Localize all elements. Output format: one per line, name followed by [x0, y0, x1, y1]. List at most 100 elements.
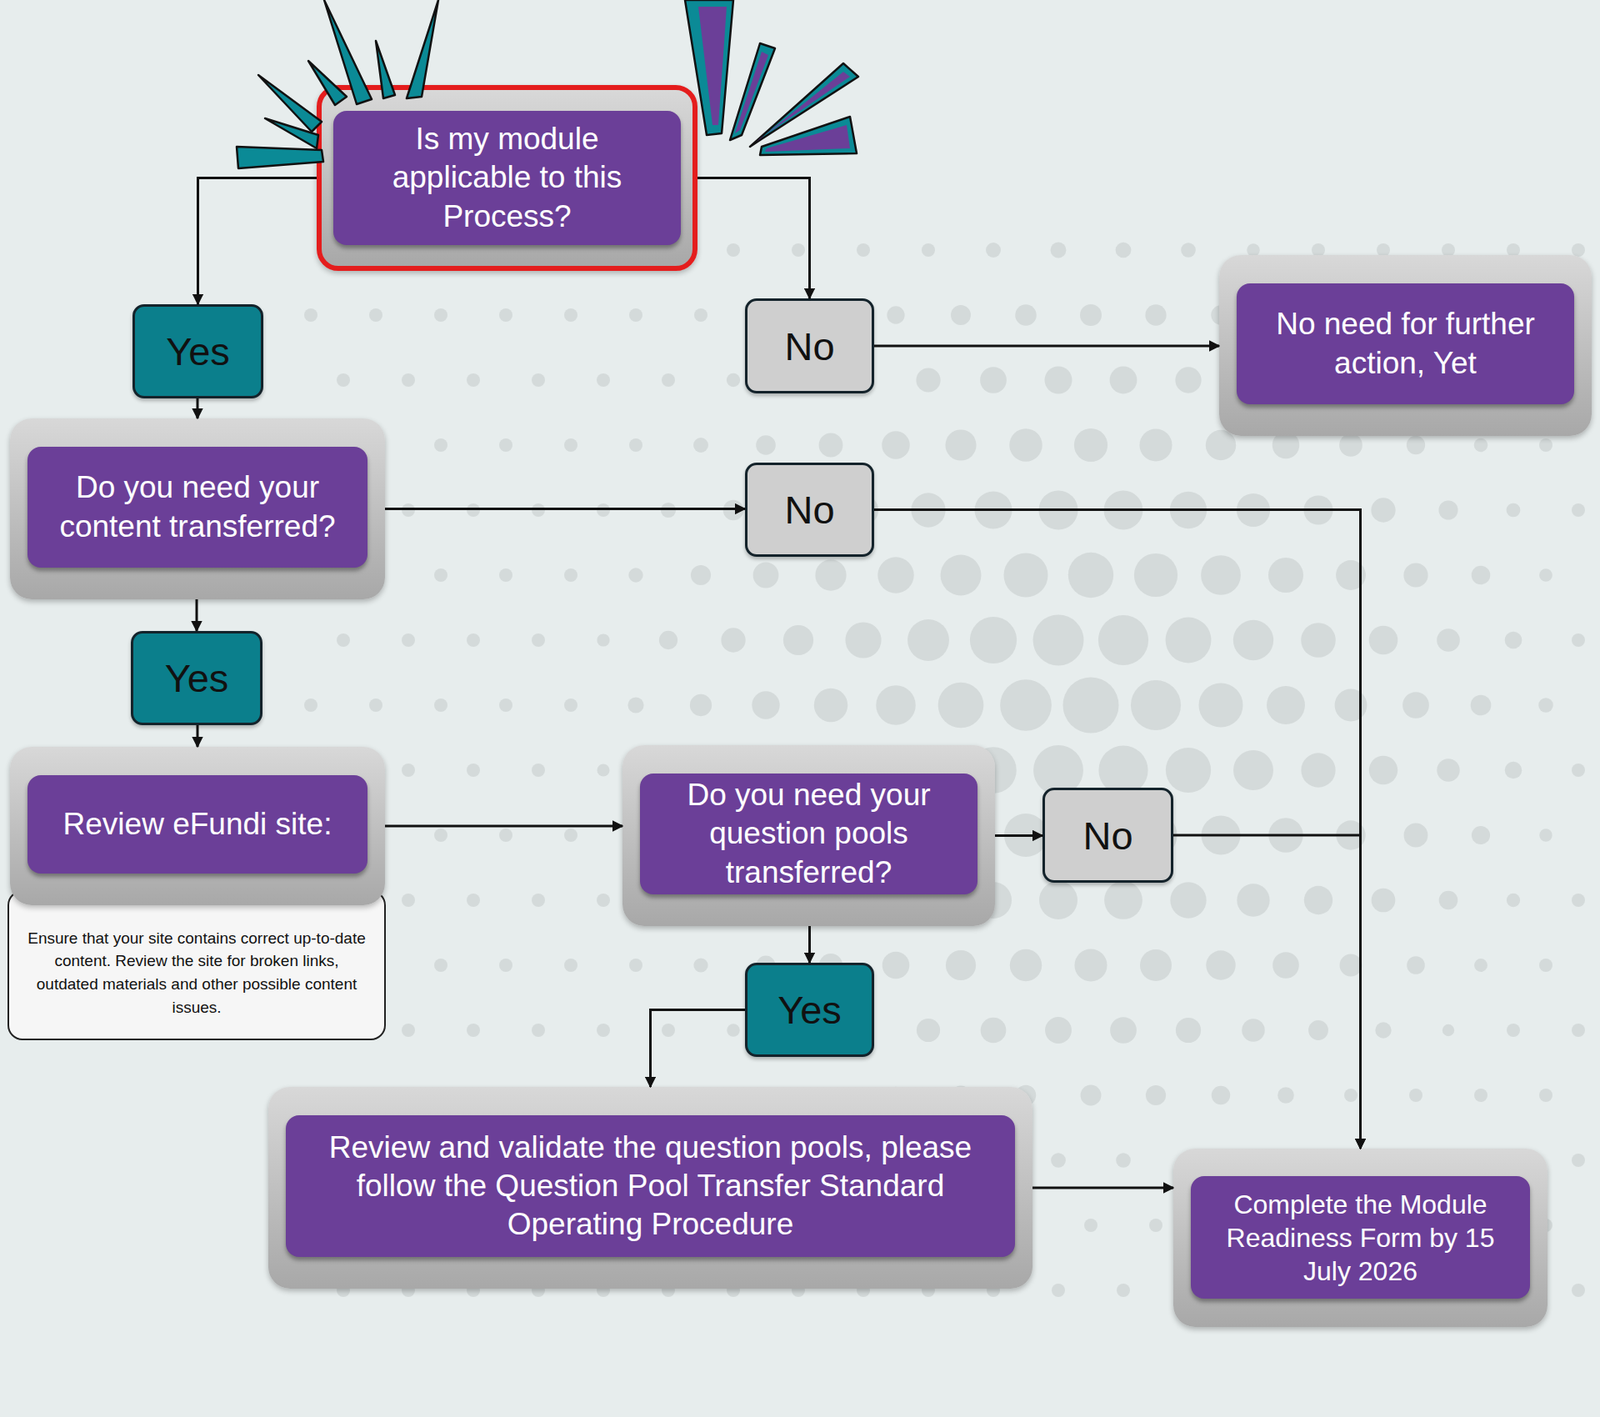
background-dot [1051, 1283, 1065, 1297]
flow-connector [196, 398, 200, 419]
flow-connector [1173, 835, 1361, 1149]
background-dot [596, 893, 610, 907]
background-dot [1104, 880, 1143, 920]
background-dot [1474, 1088, 1488, 1102]
background-dot [693, 957, 708, 972]
background-dot [466, 373, 480, 387]
node-text: Review eFundi site: [63, 805, 333, 844]
background-dot [755, 435, 776, 455]
background-dot [499, 308, 513, 322]
background-dot [1010, 949, 1042, 981]
background-dot [1116, 1283, 1130, 1297]
background-dot [1344, 1088, 1358, 1102]
background-dot [1033, 615, 1085, 666]
background-dot [1074, 948, 1107, 981]
background-dot [434, 698, 448, 712]
background-dot [694, 308, 708, 322]
yes-answer-box: Yes [132, 304, 264, 399]
background-dot [1130, 680, 1181, 730]
process-box: Review and validate the question pools, … [268, 1086, 1033, 1289]
background-dot [466, 633, 480, 647]
background-dot [1039, 880, 1078, 920]
background-dot [1571, 1283, 1585, 1297]
background-dot [596, 503, 610, 517]
background-dot [531, 1023, 545, 1037]
background-dot [499, 828, 513, 842]
background-dot [875, 685, 916, 725]
background-dot [1539, 828, 1552, 841]
burst-spike [265, 118, 319, 149]
process-box: Review eFundi site: [10, 746, 385, 905]
background-dot [1571, 763, 1585, 777]
background-dot [1266, 685, 1305, 725]
background-dot [499, 438, 513, 452]
background-dot [564, 308, 578, 322]
background-dot [950, 305, 971, 325]
burst-spike [406, 0, 439, 99]
background-dot [627, 696, 644, 713]
background-dot [1236, 883, 1270, 916]
background-dot [1439, 890, 1459, 910]
background-dot [1335, 820, 1365, 850]
background-dot [1000, 679, 1052, 731]
burst-spike-inner [756, 71, 850, 142]
background-dot [1175, 1017, 1201, 1043]
background-dot [1268, 817, 1303, 852]
background-dot [564, 568, 578, 582]
background-dot [921, 243, 935, 257]
background-dot [985, 242, 1001, 258]
background-dot [1571, 503, 1585, 517]
background-dot [819, 433, 844, 458]
background-dot [1115, 242, 1132, 259]
background-dot [940, 555, 982, 596]
no-answer-box: No [745, 462, 875, 557]
background-dot [1045, 366, 1073, 395]
node-text: Yes [165, 328, 230, 375]
background-dot [1409, 1088, 1423, 1102]
flow-connector [385, 825, 623, 828]
background-dot [1506, 1023, 1520, 1037]
process-box-face: Do you need your question pools transfer… [640, 773, 978, 895]
start-question-box: Is my module applicable to this Process? [316, 85, 698, 271]
background-dot [1211, 1085, 1230, 1105]
background-dot [369, 308, 383, 322]
background-dot [1471, 565, 1491, 585]
background-dot [434, 958, 448, 972]
background-dot [1233, 620, 1274, 660]
flow-connector [697, 178, 810, 300]
background-dot [1050, 1152, 1066, 1168]
background-dot [980, 366, 1007, 394]
background-dot [659, 630, 678, 650]
background-dot [1145, 1085, 1166, 1105]
background-dot [466, 763, 480, 777]
background-dot [1371, 888, 1396, 913]
background-dot [1062, 676, 1119, 733]
background-dot [1170, 491, 1207, 529]
background-dot [910, 492, 945, 527]
background-dot [1304, 885, 1333, 915]
background-dot [401, 503, 415, 517]
background-dot [690, 694, 712, 716]
burst-spike [750, 63, 859, 147]
background-dot [660, 502, 676, 518]
background-dot [596, 373, 610, 387]
background-dot [401, 373, 415, 387]
background-dot [1406, 955, 1425, 975]
background-dot [1506, 503, 1521, 518]
background-dot [1300, 622, 1336, 658]
burst-spike-inner [735, 51, 769, 134]
background-dot [1110, 1016, 1137, 1044]
background-dot [1470, 695, 1492, 716]
flow-connector [196, 725, 200, 747]
background-dot [751, 690, 780, 719]
background-dot [886, 305, 905, 324]
background-dot [1170, 881, 1206, 918]
background-dot [1038, 490, 1078, 530]
background-dot [882, 951, 910, 980]
background-dot [499, 698, 513, 712]
background-dot [1300, 752, 1335, 787]
background-dot [1436, 628, 1460, 652]
node-text: Is my module applicable to this Process? [348, 120, 666, 236]
background-dot [1080, 1085, 1102, 1106]
background-dot [1335, 560, 1366, 590]
